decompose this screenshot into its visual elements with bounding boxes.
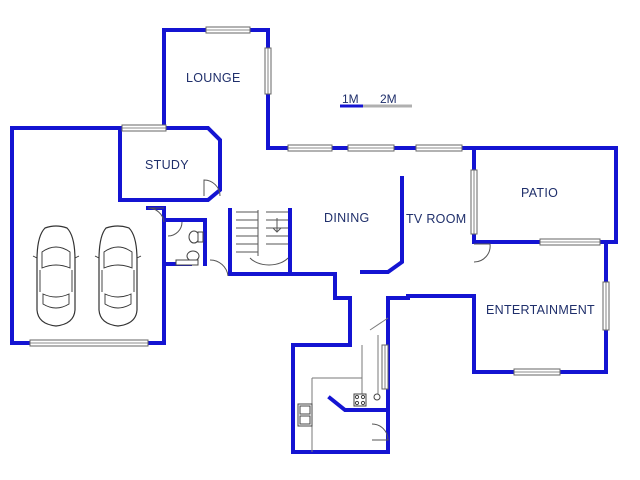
windows bbox=[29, 26, 610, 390]
window-lounge-top bbox=[205, 26, 251, 34]
window-entertainment-bottom bbox=[513, 368, 561, 376]
door-kitchen bbox=[371, 423, 389, 441]
window-patio-bottom bbox=[539, 238, 601, 246]
room-label-patio: PATIO bbox=[521, 186, 558, 200]
walls bbox=[10, 28, 618, 454]
window-garage-bottom bbox=[29, 339, 149, 347]
scale-label-2m: 2M bbox=[380, 92, 397, 106]
study-walls bbox=[118, 126, 222, 202]
room-label-study: STUDY bbox=[145, 158, 189, 172]
garage-walls bbox=[10, 126, 166, 345]
room-label-lounge: LOUNGE bbox=[186, 71, 241, 85]
car-right-icon bbox=[94, 225, 142, 327]
door-garage bbox=[147, 207, 165, 223]
lounge-walls bbox=[162, 28, 476, 150]
window-study-top bbox=[121, 124, 167, 132]
window-kitchen-side bbox=[381, 344, 389, 390]
door-bath-top bbox=[167, 221, 183, 237]
doors bbox=[147, 179, 491, 441]
car-left-icon bbox=[32, 225, 80, 327]
window-dining-2 bbox=[347, 144, 395, 152]
staircase bbox=[236, 210, 289, 266]
room-label-tv-room: TV ROOM bbox=[406, 212, 466, 226]
room-labels: LOUNGE STUDY DINING TV ROOM PATIO ENTERT… bbox=[145, 71, 595, 317]
room-label-entertainment: ENTERTAINMENT bbox=[486, 303, 595, 317]
window-patio-left bbox=[470, 169, 478, 235]
room-label-dining: DINING bbox=[324, 211, 370, 225]
door-study bbox=[203, 179, 221, 197]
stair-walls bbox=[228, 208, 390, 454]
kitchen-fixtures bbox=[297, 393, 381, 427]
door-entertainment bbox=[473, 243, 491, 263]
bathroom-fixtures bbox=[175, 230, 204, 266]
kitchen-counter-wall bbox=[327, 395, 390, 412]
window-dining-1 bbox=[287, 144, 333, 152]
window-entertainment-right bbox=[602, 281, 610, 331]
window-lounge-right bbox=[264, 47, 272, 95]
entertainment-walls bbox=[386, 240, 608, 374]
tv-room-partition bbox=[360, 176, 404, 274]
scale-label-1m: 1M bbox=[342, 92, 359, 106]
scale-bar: 1M 2M bbox=[340, 92, 412, 108]
window-dining-3 bbox=[415, 144, 463, 152]
door-passage bbox=[209, 259, 229, 277]
